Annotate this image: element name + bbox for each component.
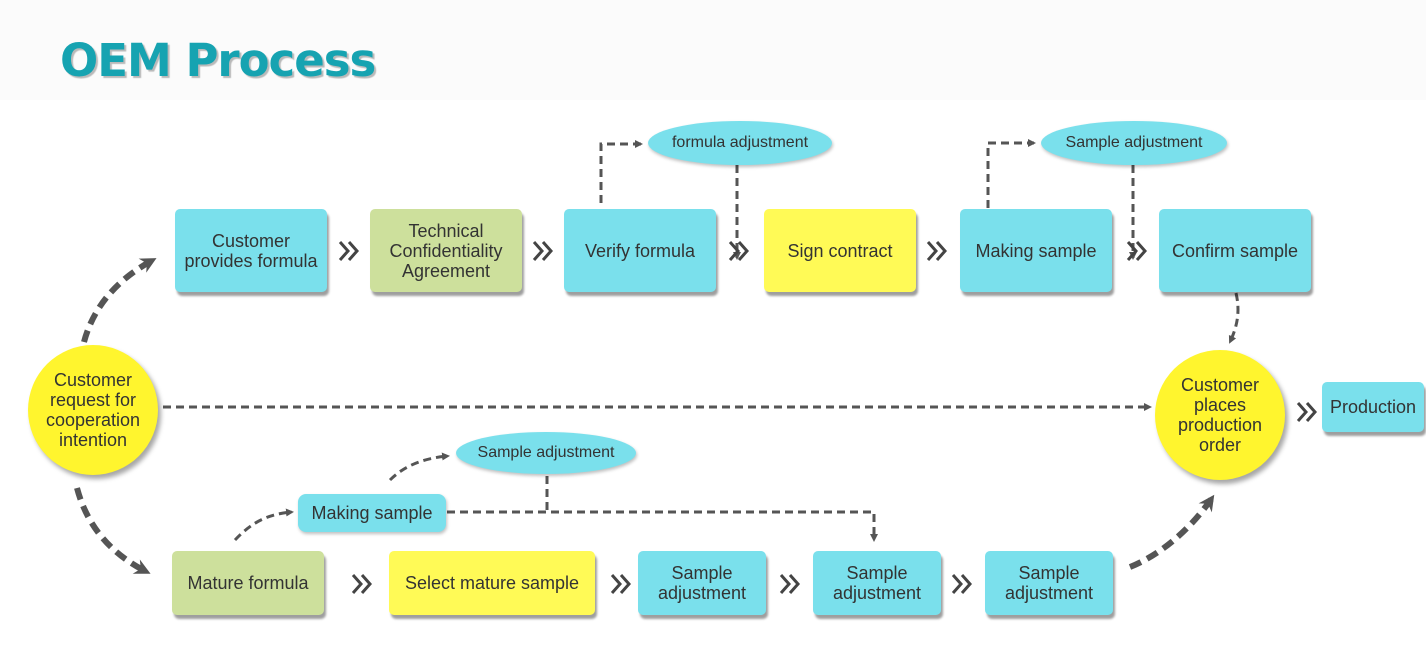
making-sample-box: Making sample <box>960 209 1112 292</box>
formula-adjustment-note: formula adjustment <box>648 121 832 165</box>
chevron-right-icon <box>351 574 373 594</box>
sample-adjustment-box-3: Sample adjustment <box>985 551 1113 615</box>
sample-adjustment-note-top: Sample adjustment <box>1041 121 1227 165</box>
start-to-provide <box>81 257 157 343</box>
header-band <box>0 0 1426 100</box>
production-order-circle: Customer places production order <box>1155 350 1285 480</box>
sample-adjustment-note-bottom: Sample adjustment <box>456 432 636 474</box>
making-to-adj2 <box>447 510 878 542</box>
adj3-to-order <box>1128 494 1215 570</box>
production-box: Production <box>1322 382 1424 432</box>
sample-adjust-out <box>986 139 1036 208</box>
sample-adjustment-box-1: Sample adjustment <box>638 551 766 615</box>
sign-contract-box: Sign contract <box>764 209 916 292</box>
chevron-right-icon <box>728 241 750 261</box>
making-sample-note: Making sample <box>298 494 446 532</box>
confidentiality-agreement-box: Technical Confidentiality Agreement <box>370 209 522 292</box>
mature-formula-box: Mature formula <box>172 551 324 615</box>
mature-to-making <box>233 508 294 542</box>
making-to-adjust <box>388 452 450 482</box>
chevron-right-icon <box>779 574 801 594</box>
confirm-to-order <box>1228 292 1240 344</box>
select-mature-sample-box: Select mature sample <box>389 551 595 615</box>
page-title: OEM Process <box>60 34 376 87</box>
chevron-right-icon <box>610 574 632 594</box>
chevron-right-icon <box>951 574 973 594</box>
formula-adjust-out <box>599 140 643 203</box>
customer-provides-formula-box: Customer provides formula <box>175 209 327 292</box>
sample-adjustment-box-2: Sample adjustment <box>813 551 941 615</box>
start-circle: Customer request for cooperation intenti… <box>28 345 158 475</box>
start-to-mature <box>74 487 151 575</box>
chevron-right-icon <box>926 241 948 261</box>
chevron-right-icon <box>1126 241 1148 261</box>
chevron-right-icon <box>338 241 360 261</box>
confirm-sample-box: Confirm sample <box>1159 209 1311 292</box>
verify-formula-box: Verify formula <box>564 209 716 292</box>
chevron-right-icon <box>532 241 554 261</box>
chevron-right-icon <box>1296 402 1318 422</box>
